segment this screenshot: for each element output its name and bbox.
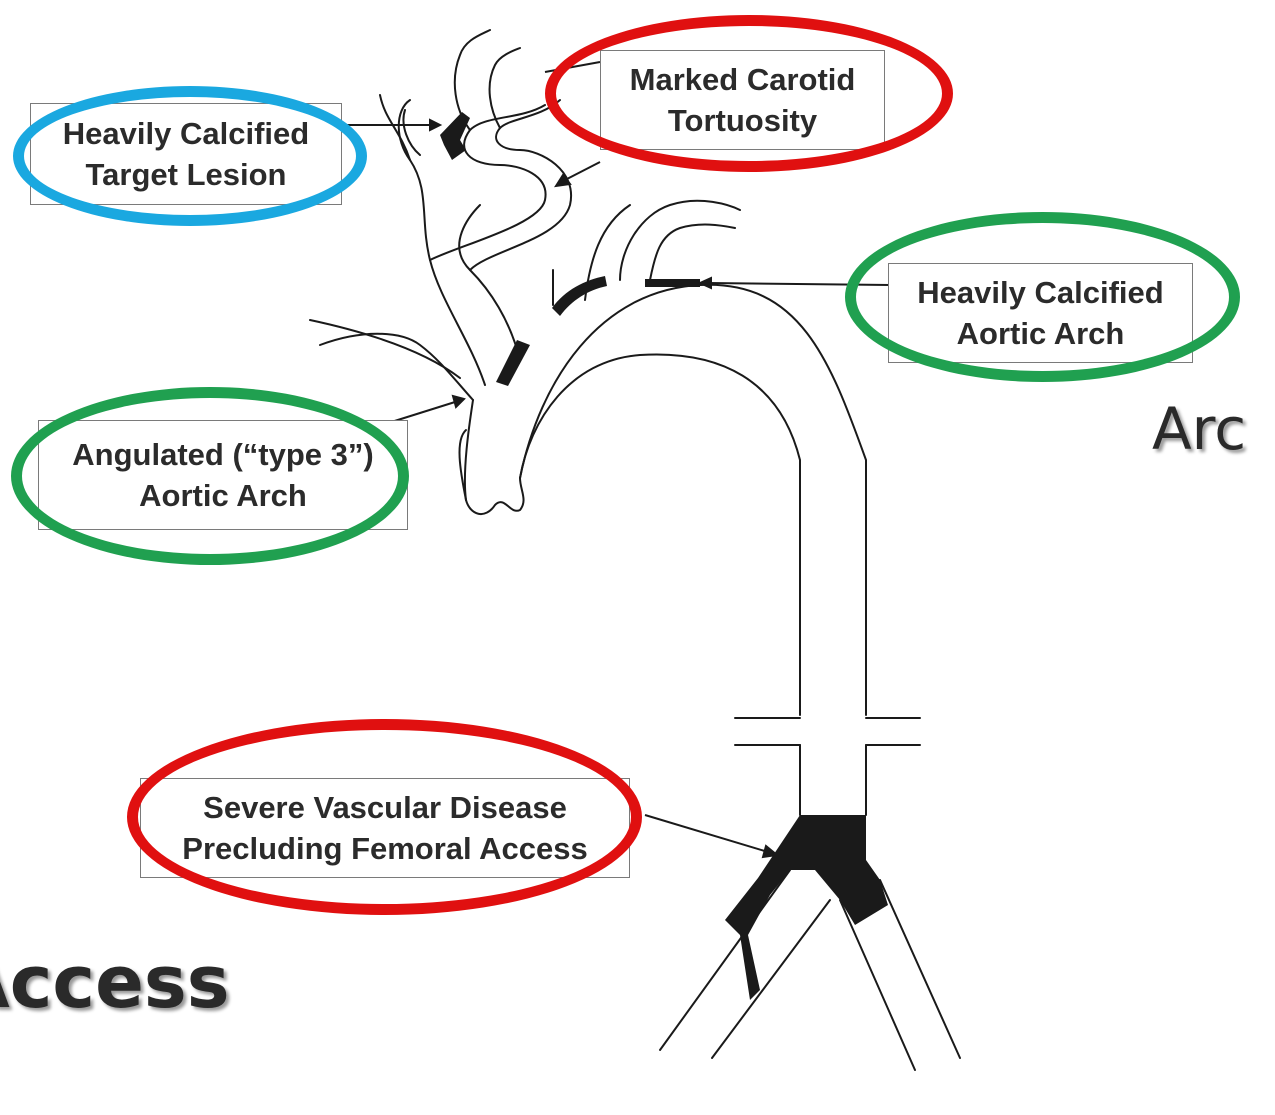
arrow-carotid-head (556, 175, 570, 186)
arrow-target-lesion-head (430, 120, 440, 130)
left-subclavian-b (650, 225, 735, 280)
descending-aorta-lower (800, 745, 866, 815)
bifurcation-calcification (725, 815, 888, 1000)
red-highlight-ellipse-carotid (545, 15, 953, 172)
arrow-arch-calc-head (700, 278, 711, 288)
arrow-angulated-head (453, 396, 464, 407)
slide-text-left-fragment: Access (0, 940, 230, 1024)
left-subclavian-a (620, 201, 740, 280)
arrow-femoral (645, 815, 768, 852)
right-iliac-inner (880, 880, 960, 1058)
aortic-root (466, 478, 524, 514)
right-carotid-1 (380, 95, 485, 385)
left-iliac-outer (660, 870, 790, 1050)
arrow-femoral-head (763, 846, 777, 857)
blue-highlight-ellipse (13, 86, 367, 226)
arrow-carotid (565, 162, 600, 180)
innominate-artery-lower (310, 320, 460, 378)
green-highlight-ellipse-arch (845, 212, 1240, 382)
arch-calcification-3 (645, 279, 700, 287)
green-highlight-ellipse-angulated (11, 387, 409, 565)
carotid-side (399, 100, 420, 160)
slide-text-right-fragment: Arc (1152, 395, 1246, 463)
aortic-arch-inner-wall (520, 354, 800, 715)
arch-calcification-1 (496, 340, 530, 386)
arch-calcification-2 (552, 276, 607, 316)
right-iliac-outer (840, 900, 915, 1070)
red-highlight-ellipse-femoral (127, 719, 642, 915)
